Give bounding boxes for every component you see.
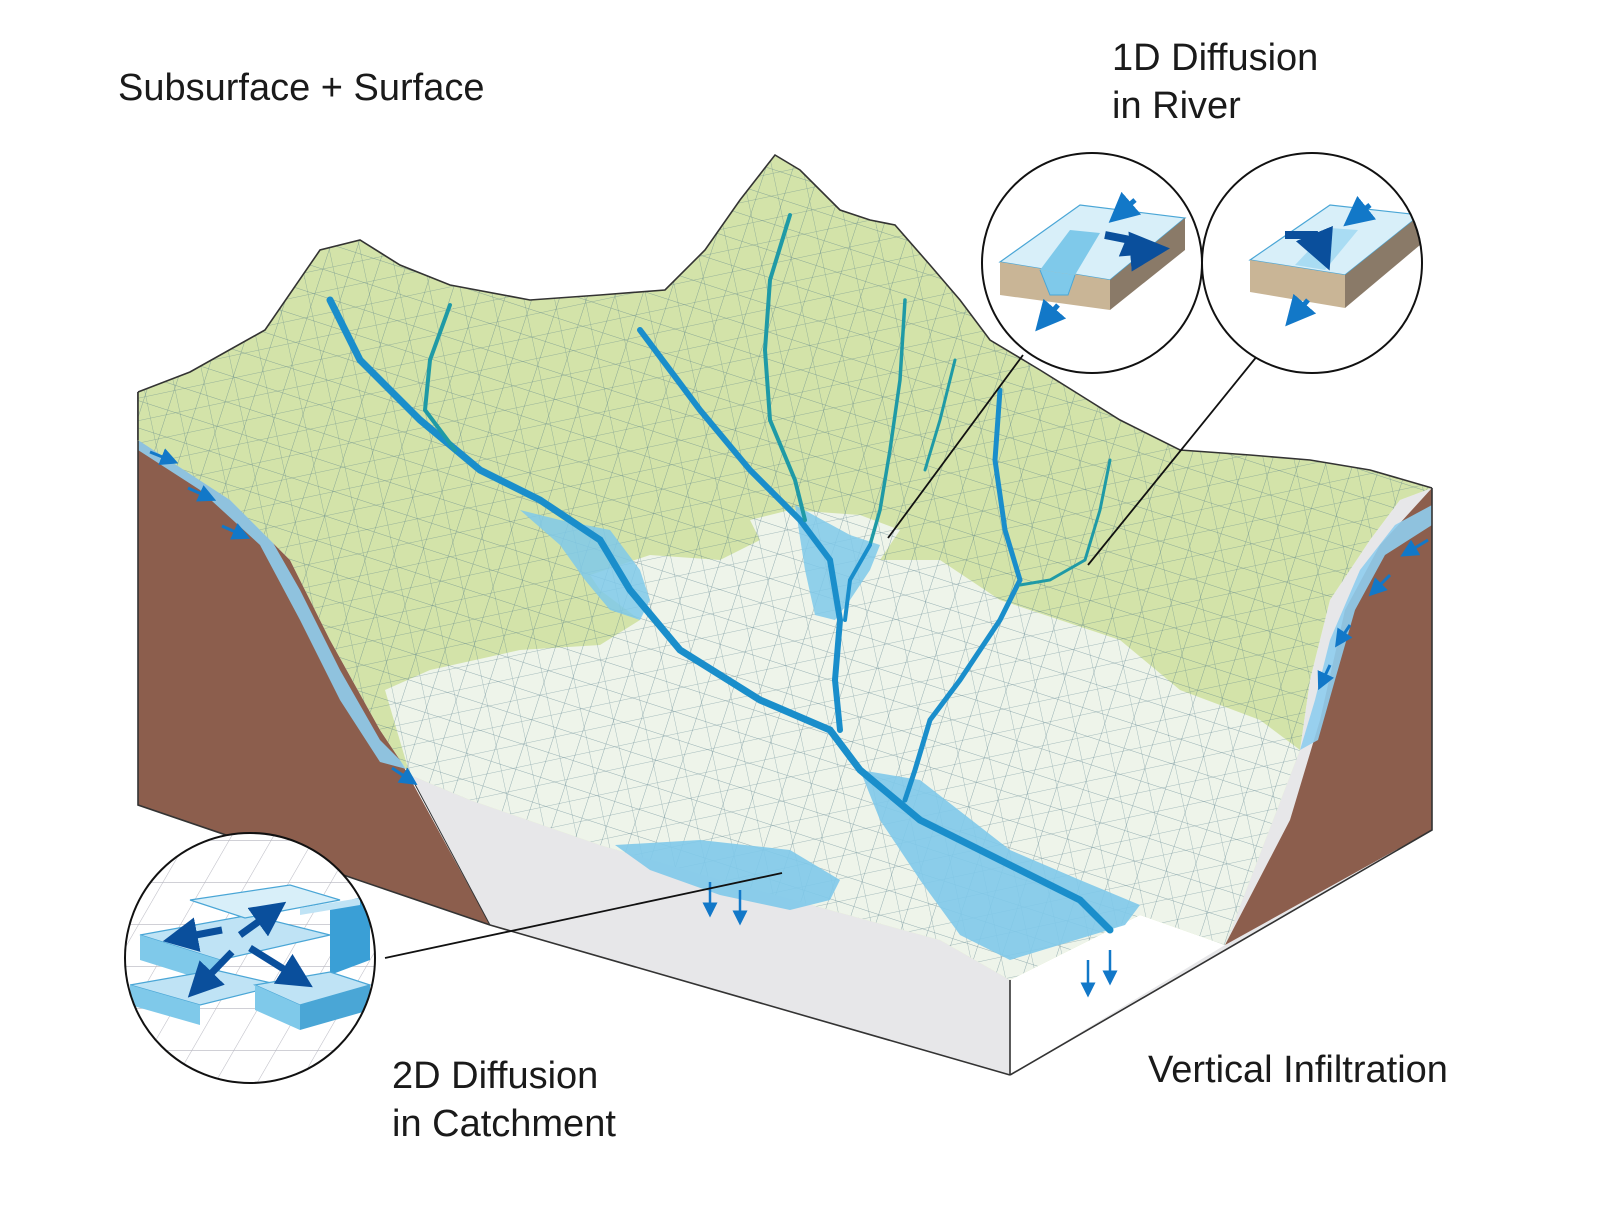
river-inset-2 bbox=[1201, 152, 1423, 374]
river-diffusion-label: 1D Diffusion in River bbox=[1112, 34, 1318, 130]
left-edge-flow-arrows bbox=[149, 448, 418, 785]
leader-lines bbox=[384, 349, 1263, 959]
catchment-diffusion-line-2: in Catchment bbox=[392, 1103, 616, 1145]
flow-arrow-icon bbox=[1285, 225, 1333, 271]
flow-arrow-icon bbox=[1317, 664, 1334, 691]
river-diffusion-line-2: in River bbox=[1112, 85, 1241, 127]
flow-arrow-icon bbox=[1400, 538, 1429, 557]
flow-arrow-icon bbox=[1368, 573, 1392, 597]
river-inset-1 bbox=[981, 152, 1203, 374]
flow-arrow-icon bbox=[221, 523, 251, 540]
terrain-surface bbox=[137, 153, 1433, 980]
river-diffusion-line-1: 1D Diffusion bbox=[1112, 37, 1319, 79]
flow-arrow-icon bbox=[187, 485, 217, 502]
main-title: Subsurface + Surface bbox=[118, 67, 485, 109]
catchment-diffusion-line-1: 2D Diffusion bbox=[392, 1055, 599, 1097]
right-side-face bbox=[1009, 488, 1433, 1076]
catchment-inset bbox=[124, 832, 376, 1084]
river-network bbox=[326, 213, 1114, 934]
vertical-infiltration-label: Vertical Infiltration bbox=[1148, 1049, 1448, 1091]
right-edge-flow-arrows bbox=[1317, 538, 1429, 691]
infiltration-arrows bbox=[702, 882, 1118, 998]
flow-arrow-icon bbox=[149, 448, 179, 466]
flow-arrow-icon bbox=[1104, 231, 1170, 272]
flow-arrow-icon bbox=[391, 766, 418, 785]
flow-arrow-icon bbox=[162, 901, 313, 998]
catchment-diffusion-label: 2D Diffusion in Catchment bbox=[392, 1052, 616, 1148]
flow-arrow-icon bbox=[1335, 624, 1353, 648]
